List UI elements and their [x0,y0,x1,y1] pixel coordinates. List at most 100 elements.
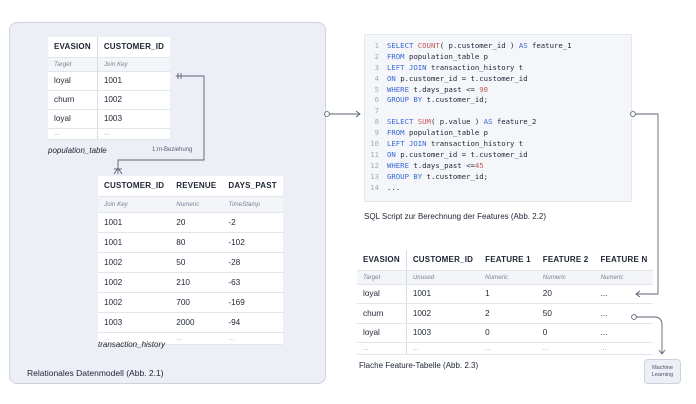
sql-token: ( p.value ) [430,117,484,127]
sql-token: SUM [417,117,431,127]
transaction-history-cell: -28 [222,252,283,273]
sql-line-number: 7 [374,106,379,116]
table-row: ............... [357,342,654,355]
transaction-history-cell: 1002 [98,272,171,293]
sql-token: ( p.customer_id ) [439,41,519,50]
transaction-history-caption: transaction_history [98,340,166,349]
sql-token: transaction_history t [426,139,524,149]
feature-table-meta-0: Target [357,270,407,285]
sql-token: t.days_past <= [408,160,475,170]
transaction-history-cell: 1001 [98,212,171,233]
population-table-cell: 1001 [97,71,171,91]
transaction-history-cell: 20 [170,212,223,233]
sql-token: 45 [474,160,484,170]
transaction-history-cell: 50 [170,252,223,273]
transaction-history-cell: 700 [170,292,223,313]
population-table-cell: 1003 [97,109,171,129]
transaction-history-cell: ... [170,332,223,345]
population-table-caption: population_table [48,146,107,155]
sql-token: 90 [479,84,489,94]
transaction-history-cell: -102 [222,232,283,253]
sql-token: GROUP BY [387,95,423,105]
sql-line-number: 10 [370,139,379,149]
feature-table-header-3: FEATURE 2 [536,250,595,271]
sql-line: 4 ON p.customer_id = t.customer_id [365,74,631,85]
population-table-cell: ... [97,128,171,140]
feature-table-meta-1: Unused [406,270,480,285]
relation-label: 1:m-Beziehung [152,147,193,153]
sql-token: population_table p [404,128,489,138]
feature-table-caption: Flache Feature-Tabelle (Abb. 2.3) [359,361,479,370]
sql-line-number: 1 [374,41,379,50]
transaction-history-header-0: CUSTOMER_ID [98,176,171,197]
feature-table-cell: 0 [536,323,595,343]
population-table-header-1: CUSTOMER_ID [97,37,171,58]
sql-line-number: 5 [374,84,379,94]
feature-table-cell: ... [536,342,595,355]
sql-line-number: 3 [374,62,379,72]
feature-table-cell: ... [479,342,537,355]
sql-token: p.customer_id = t.customer_id [395,73,528,83]
feature-table-cell: 20 [536,284,595,304]
feature-table-cell: loyal [357,284,407,304]
transaction-history-cell: 1001 [98,232,171,253]
feature-table-meta-3: Numeric [536,270,595,285]
sql-token: GROUP BY [387,171,423,181]
sql-line-number: 9 [374,128,379,138]
population-table-cell: loyal [48,71,98,91]
feature-table-cell: loyal [357,323,407,343]
sql-line-number: 6 [374,95,379,105]
sql-line-number: 11 [370,149,379,159]
transaction-history-cell: 210 [170,272,223,293]
sql-line-number: 13 [370,171,379,181]
relational-model-label: Relationales Datenmodell (Abb. 2.1) [27,368,164,378]
connector-dot-panel [324,111,330,117]
sql-token: ON [387,73,396,83]
transaction-history-cell: 1002 [98,252,171,273]
feature-table-header-4: FEATURE N [594,250,654,271]
transaction-history-meta-0: Join Key [98,196,171,213]
feature-table-cell: 1001 [406,284,480,304]
machine-learning-box: Machine Learning [644,359,681,384]
feature-table-header-0: EVASION [357,250,407,271]
machine-learning-line-2: Learning [651,372,674,378]
sql-token: t.customer_id; [422,95,489,105]
transaction-history-meta-1: Numeric [170,196,223,213]
feature-to-ml-arrowhead [658,349,666,355]
connector-dot-feature [631,314,637,320]
feature-table-cell: 0 [479,323,537,343]
table-row: ......... [98,332,283,345]
table-row: ...... [48,128,171,140]
transaction-history-cell: -169 [222,292,283,313]
feature-table-cell: ... [594,303,654,324]
sql-token: SELECT [387,41,418,50]
sql-line: 14... [365,183,631,194]
sql-line: 7 [365,106,631,117]
sql-token: t.days_past <= [408,84,480,94]
population-table-header-0: EVASION [48,37,98,58]
population-table-cell: ... [48,128,98,140]
feature-table-cell: 1003 [406,323,480,343]
panel-to-sql-arrowhead [355,110,361,118]
sql-line-number: 14 [370,182,379,192]
population-table-cell: loyal [48,109,98,129]
sql-line-number: 4 [374,73,379,83]
feature-table-cell: 1 [479,284,537,304]
sql-token: ... [387,182,401,192]
machine-learning-line-1: Machine [652,365,673,371]
